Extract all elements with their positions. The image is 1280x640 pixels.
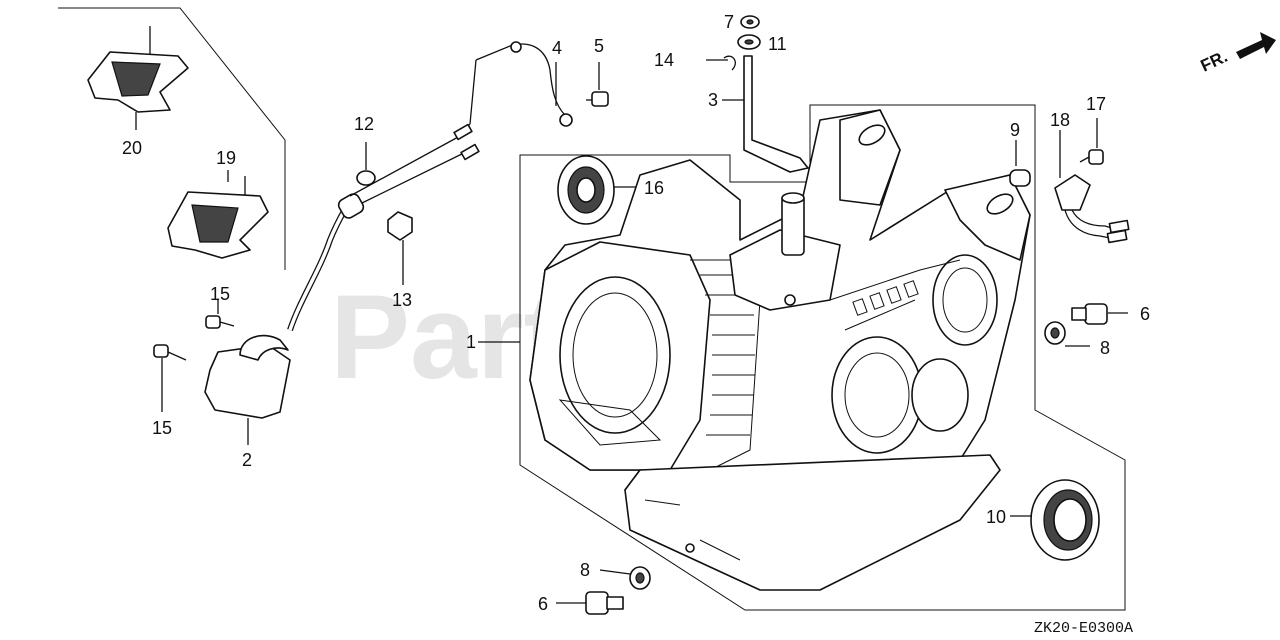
oil-level-switch bbox=[204, 45, 511, 445]
callout-labels: 1 2 3 4 5 6 6 7 8 8 9 10 11 12 13 14 15 … bbox=[122, 12, 1150, 614]
callout-12: 12 bbox=[354, 114, 374, 134]
front-label: FR. bbox=[1198, 47, 1231, 76]
callout-17: 17 bbox=[1086, 94, 1106, 114]
bolt-6-right bbox=[1071, 303, 1128, 325]
callout-3: 3 bbox=[708, 90, 718, 110]
callout-14: 14 bbox=[654, 50, 674, 70]
callout-7: 7 bbox=[724, 12, 734, 32]
rubber-mount-lower bbox=[167, 170, 269, 259]
callout-4: 4 bbox=[552, 38, 562, 58]
callout-13: 13 bbox=[392, 290, 412, 310]
bolt-17 bbox=[1079, 118, 1104, 165]
drawing-code: ZK20-E0300A bbox=[1034, 620, 1133, 637]
bolt-6-bottom bbox=[556, 591, 624, 615]
bolt-15-lower bbox=[153, 344, 187, 412]
bolt-5 bbox=[586, 62, 609, 107]
washer-8-right bbox=[1044, 321, 1090, 347]
rubber-mount-top bbox=[87, 26, 189, 130]
callout-20: 20 bbox=[122, 138, 142, 158]
governor-arm-group bbox=[706, 15, 809, 173]
callout-6-bottom: 6 bbox=[538, 594, 548, 614]
callout-19: 19 bbox=[216, 148, 236, 168]
callout-10: 10 bbox=[986, 507, 1006, 527]
group-frame-lines bbox=[58, 7, 1126, 611]
ground-wire bbox=[509, 41, 573, 127]
callout-11: 11 bbox=[768, 34, 787, 54]
callout-15-upper: 15 bbox=[210, 284, 230, 304]
callout-18: 18 bbox=[1050, 110, 1070, 130]
washer-8-bottom bbox=[599, 566, 651, 590]
callout-8-bottom: 8 bbox=[580, 560, 590, 580]
callout-6-right: 6 bbox=[1140, 304, 1150, 324]
callout-1: 1 bbox=[466, 332, 476, 352]
front-direction-marker: FR. bbox=[1198, 32, 1276, 76]
callout-9: 9 bbox=[1010, 120, 1020, 140]
callout-5: 5 bbox=[594, 36, 604, 56]
bolt-15-upper bbox=[205, 300, 235, 329]
callout-8-right: 8 bbox=[1100, 338, 1110, 358]
front-arrow-icon bbox=[1236, 32, 1276, 59]
callout-15-lower: 15 bbox=[152, 418, 172, 438]
sensor-18 bbox=[1054, 130, 1130, 244]
oil-seal-10 bbox=[1010, 479, 1100, 561]
callout-16: 16 bbox=[644, 178, 664, 198]
washer-12 bbox=[356, 142, 376, 186]
crankcase-body bbox=[478, 109, 1031, 591]
callout-2: 2 bbox=[242, 450, 252, 470]
bearing-16 bbox=[557, 155, 638, 225]
nut-13 bbox=[387, 211, 413, 285]
dowel-9 bbox=[1009, 140, 1031, 187]
